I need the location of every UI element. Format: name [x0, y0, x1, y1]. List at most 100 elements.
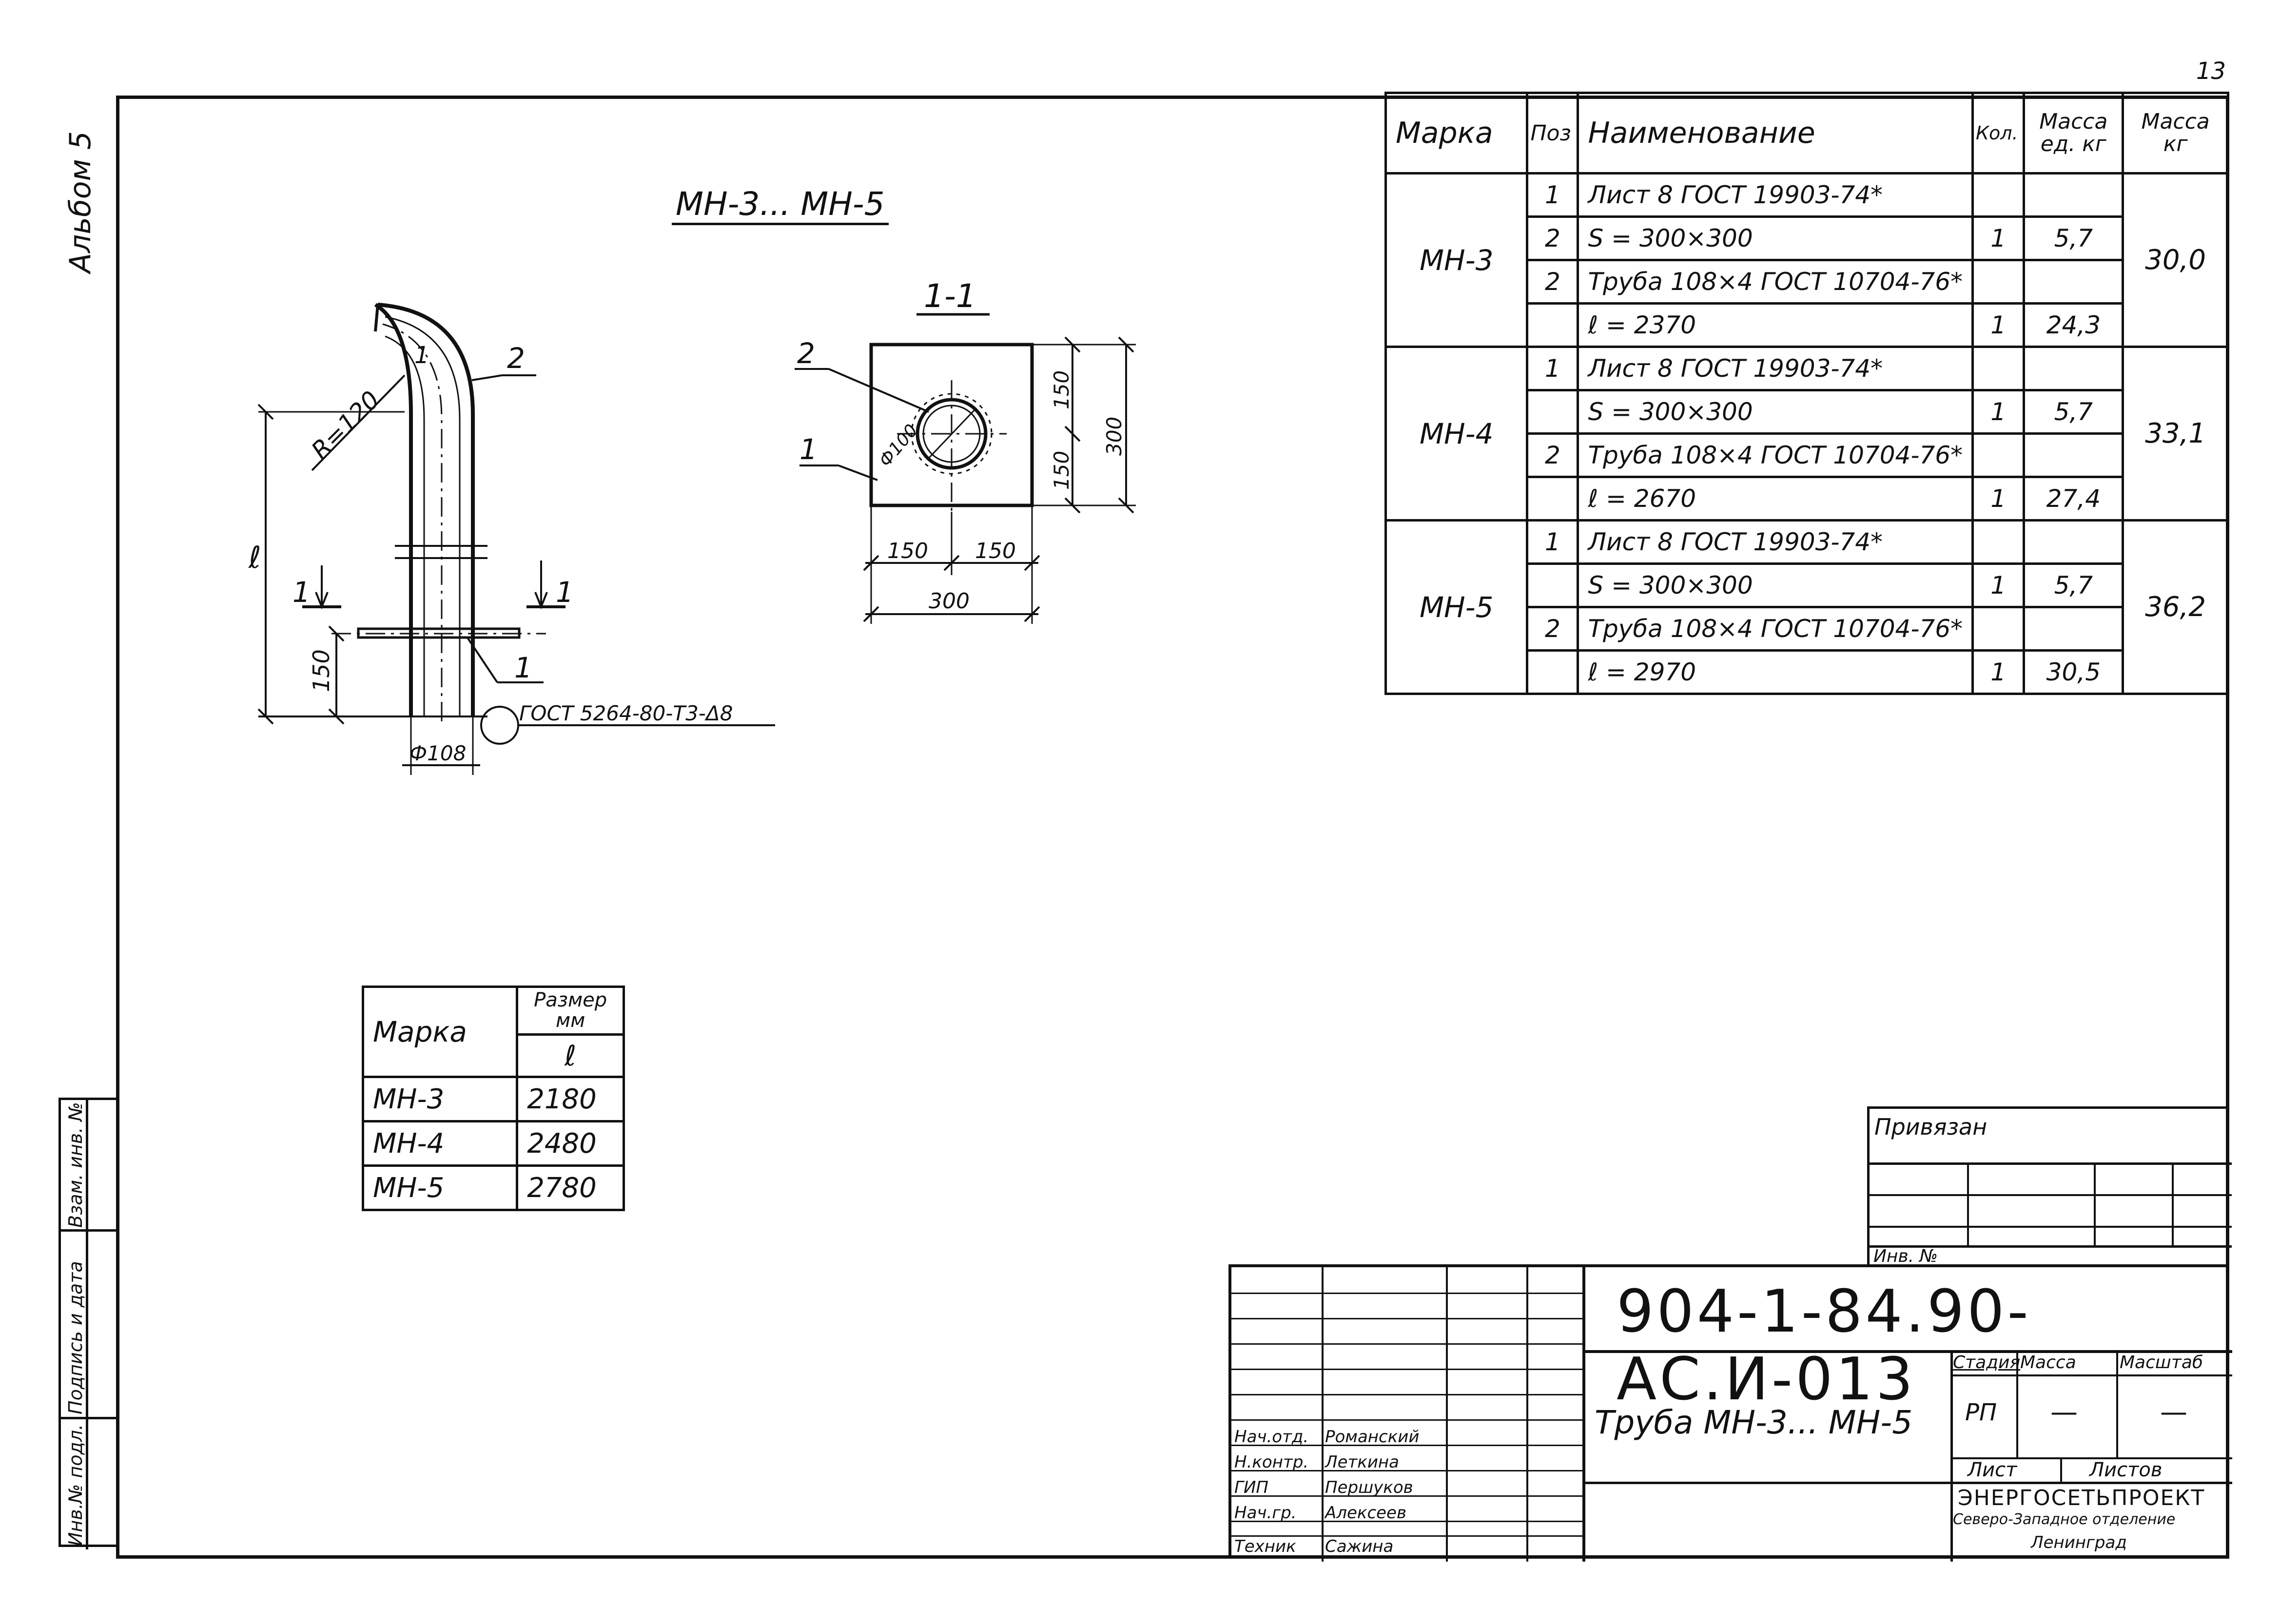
spec-cell-unit-mass: 5,7 — [2023, 215, 2124, 261]
spec-cell-name: Лист 8 ГОСТ 19903-74* — [1577, 172, 1974, 218]
spec-header-total-mass: Масса кг — [2122, 92, 2229, 174]
size-cell-l: 2480 — [516, 1120, 625, 1167]
spec-mark-mn5: МН-5 — [1384, 519, 1529, 695]
spec-cell-pos: 1 — [1526, 346, 1579, 391]
spec-cell-unit-mass: 30,5 — [2023, 649, 2124, 695]
spec-cell-name: S = 300×300 — [1577, 562, 1974, 608]
role-0: Нач.отд. — [1234, 1427, 1309, 1447]
spec-cell-name: Труба 108×4 ГОСТ 10704-76* — [1577, 606, 1974, 652]
size-cell-mark: МН-5 — [361, 1164, 519, 1211]
spec-cell-name: Лист 8 ГОСТ 19903-74* — [1577, 346, 1974, 391]
table-row: МН-5 1 Лист 8 ГОСТ 19903-74* 36,2 — [1384, 519, 2229, 695]
binding-label: Привязан — [1874, 1114, 1988, 1140]
cut-left-label: 1 — [292, 576, 311, 609]
spec-total-mn4: 33,1 — [2122, 346, 2229, 522]
table-row: 2 S = 300×300 1 5,7 — [1386, 215, 2228, 261]
table-row: S = 300×300 1 5,7 — [1386, 389, 2228, 435]
spec-header-row: Марка Поз Наименование Кол. Масса ед. кг… — [1384, 92, 2229, 174]
spec-cell-qty — [1971, 432, 2026, 478]
length-label: ℓ — [248, 540, 261, 575]
dim-150-right-label: 150 — [975, 539, 1016, 563]
person-0: Романский — [1325, 1427, 1420, 1447]
diameter-label: Ф108 — [409, 741, 466, 765]
weld-note: ГОСТ 5264-80-Т3-Δ8 — [519, 701, 733, 725]
spec-cell-pos — [1526, 389, 1579, 435]
person-2: Першуков — [1325, 1478, 1413, 1497]
sheet-number: 13 — [2196, 58, 2226, 85]
sheets-label: Листов — [2089, 1459, 2163, 1481]
table-row: ℓ = 2970 1 30,5 — [1386, 649, 2228, 695]
size-header-size: Размер мм — [516, 986, 625, 1036]
spec-cell-pos — [1526, 562, 1579, 608]
table-row: МН-3 1 Лист 8 ГОСТ 19903-74* 30,0 — [1384, 172, 2229, 348]
spec-cell-name: Труба 108×4 ГОСТ 10704-76* — [1577, 432, 1974, 478]
spec-cell-name: Труба 108×4 ГОСТ 10704-76* — [1577, 259, 1974, 305]
spec-cell-qty: 1 — [1971, 476, 2026, 522]
size-cell-mark: МН-4 — [361, 1120, 519, 1167]
stage-value: РП — [1965, 1399, 1997, 1426]
binding-inv-label: Инв. № — [1873, 1246, 1938, 1266]
spec-cell-name: ℓ = 2370 — [1577, 302, 1974, 348]
spec-mark-mn4: МН-4 — [1384, 346, 1529, 522]
size-cell-l: 2180 — [516, 1076, 625, 1122]
spec-cell-unit-mass — [2023, 346, 2124, 391]
table-row: ℓ = 2370 1 24,3 — [1386, 302, 2228, 348]
spec-header-unit-mass: Масса ед. кг — [2023, 92, 2124, 174]
person-4: Сажина — [1325, 1537, 1394, 1556]
table-row: МН-4 1 Лист 8 ГОСТ 19903-74* 33,1 — [1384, 346, 2229, 522]
drawing-frame — [116, 96, 2229, 1559]
spec-cell-qty: 1 — [1971, 649, 2026, 695]
size-cell-mark: МН-3 — [361, 1076, 519, 1122]
spec-cell-unit-mass: 27,4 — [2023, 476, 2124, 522]
spec-cell-unit-mass — [2023, 172, 2124, 218]
scale-value: — — [2160, 1396, 2187, 1428]
pipe-elevation — [257, 303, 775, 775]
table-row: МН-5 2780 — [361, 1164, 625, 1211]
dim-150-left-label: 150 — [887, 539, 928, 563]
drawing-title: МН-3... МН-5 — [672, 185, 889, 225]
title-block: Нач.отд. Романский Н.контр. Леткина ГИП … — [1228, 1264, 2232, 1562]
spec-cell-pos — [1526, 476, 1579, 522]
plate-pos1-label: 1 — [514, 651, 532, 684]
section-label: 1-1 — [924, 277, 976, 315]
spec-cell-qty: 1 — [1971, 389, 2026, 435]
spec-total-mn3: 30,0 — [2122, 172, 2229, 348]
doc-code: 904-1-84.90-АС.И-013 — [1617, 1278, 2031, 1413]
spec-cell-name: S = 300×300 — [1577, 389, 1974, 435]
spec-cell-qty — [1971, 172, 2026, 218]
spec-cell-pos: 2 — [1526, 432, 1579, 478]
table-row: МН-4 2480 — [361, 1120, 625, 1167]
scale-label: Масштаб — [2120, 1353, 2203, 1373]
specification-table: Марка Поз Наименование Кол. Масса ед. кг… — [1384, 92, 2229, 695]
table-row: 2 Труба 108×4 ГОСТ 10704-76* — [1386, 432, 2228, 478]
table-row: 2 Труба 108×4 ГОСТ 10704-76* — [1386, 259, 2228, 305]
spec-cell-unit-mass — [2023, 606, 2124, 652]
spec-cell-unit-mass — [2023, 519, 2124, 565]
spec-cell-pos — [1526, 649, 1579, 695]
binding-block: Привязан Инв. № — [1867, 1106, 2232, 1267]
role-3: Нач.гр. — [1234, 1503, 1297, 1523]
spec-cell-pos: 1 — [1526, 519, 1579, 565]
spec-cell-unit-mass: 24,3 — [2023, 302, 2124, 348]
spec-cell-pos — [1526, 302, 1579, 348]
spec-cell-unit-mass: 5,7 — [2023, 389, 2124, 435]
spec-header-pos: Поз — [1526, 92, 1579, 174]
spec-cell-qty — [1971, 519, 2026, 565]
pipe-pos2-label: 2 — [507, 342, 525, 375]
spec-cell-unit-mass — [2023, 259, 2124, 305]
dim-300-right-label: 300 — [1102, 417, 1126, 456]
spec-cell-qty — [1971, 259, 2026, 305]
dim-300-bottom-label: 300 — [929, 589, 970, 614]
height-150-label: 150 — [308, 649, 334, 692]
mass-label: Масса — [2020, 1353, 2076, 1373]
org-branch: Северо-Западное отделение — [1953, 1511, 2176, 1528]
spec-cell-name: ℓ = 2970 — [1577, 649, 1974, 695]
role-2: ГИП — [1234, 1478, 1268, 1497]
spec-cell-qty — [1971, 606, 2026, 652]
size-table: Марка Размер мм ℓ МН-3 2180 МН-4 2480 МН… — [361, 986, 625, 1211]
dim-150-bottom-label: 150 — [1050, 451, 1073, 490]
size-cell-l: 2780 — [516, 1164, 625, 1211]
radius-label: R=120 — [306, 386, 385, 465]
person-1: Леткина — [1325, 1452, 1399, 1472]
spec-cell-unit-mass: 5,7 — [2023, 562, 2124, 608]
